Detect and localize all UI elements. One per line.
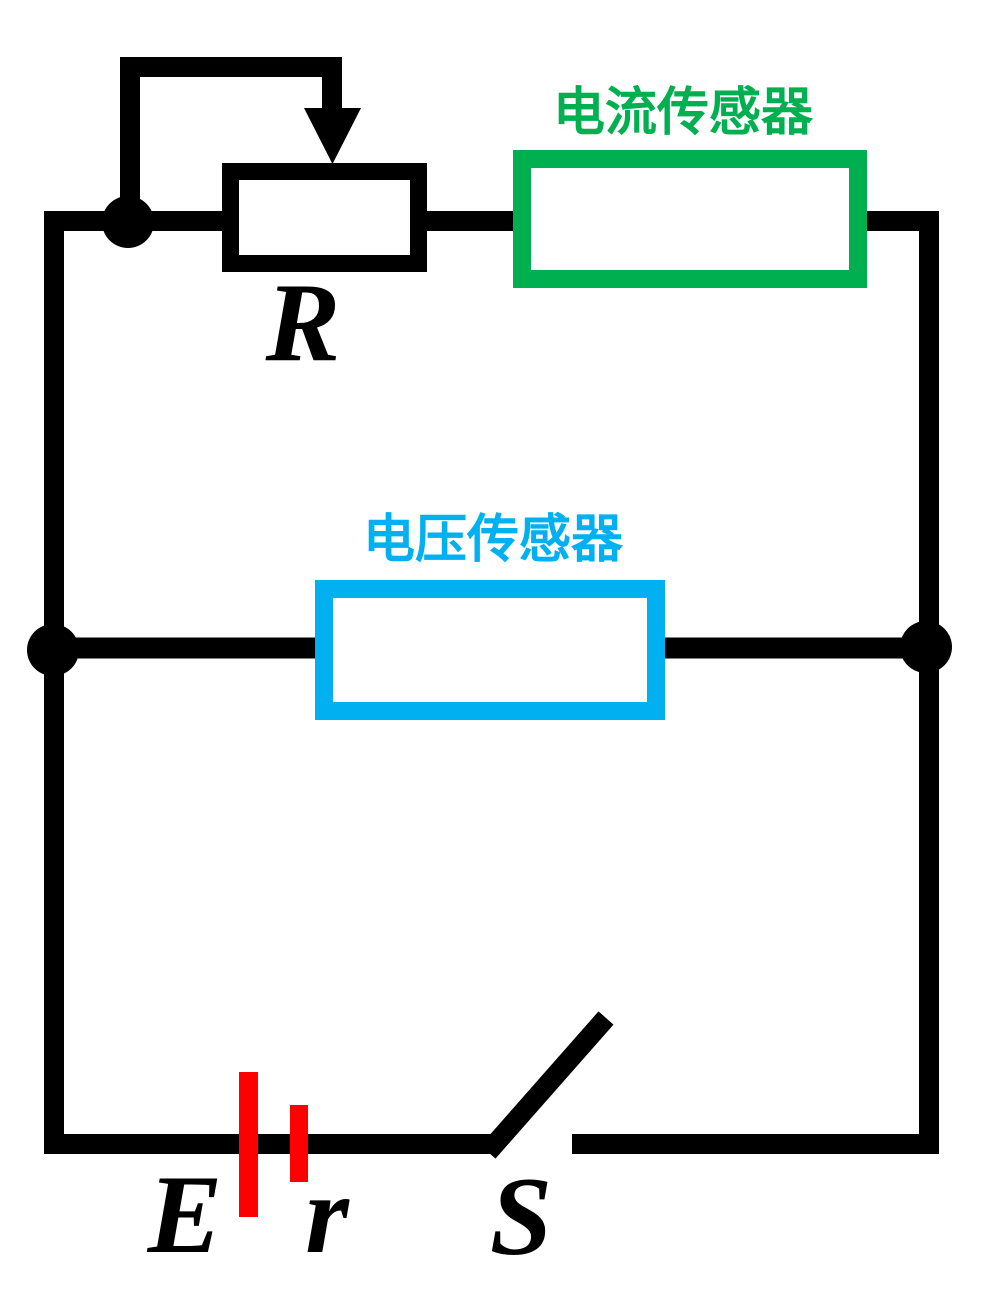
switch-blade [480, 1011, 614, 1159]
junction-dot-middle-left [27, 624, 79, 676]
internal-resistance-label: r [305, 1153, 350, 1277]
current-sensor-label: 电流传感器 [553, 84, 814, 142]
rheostat-box-inner [239, 180, 410, 255]
battery-short-plate [290, 1105, 308, 1182]
battery-long-plate [239, 1072, 258, 1217]
voltage-sensor-label: 电压传感器 [363, 511, 624, 569]
emf-label: E [147, 1153, 223, 1277]
switch-label: S [490, 1155, 552, 1279]
voltage-sensor-box-inner [333, 598, 647, 702]
junction-dot-middle-right [900, 621, 952, 673]
slider-arrowhead-icon [304, 108, 361, 164]
junction-dot-top-left [102, 196, 154, 248]
rheostat-slider-wire [120, 57, 342, 240]
outer-loop-wire [44, 211, 939, 1154]
current-sensor-box-inner [531, 168, 849, 270]
rheostat-label: R [265, 261, 341, 385]
